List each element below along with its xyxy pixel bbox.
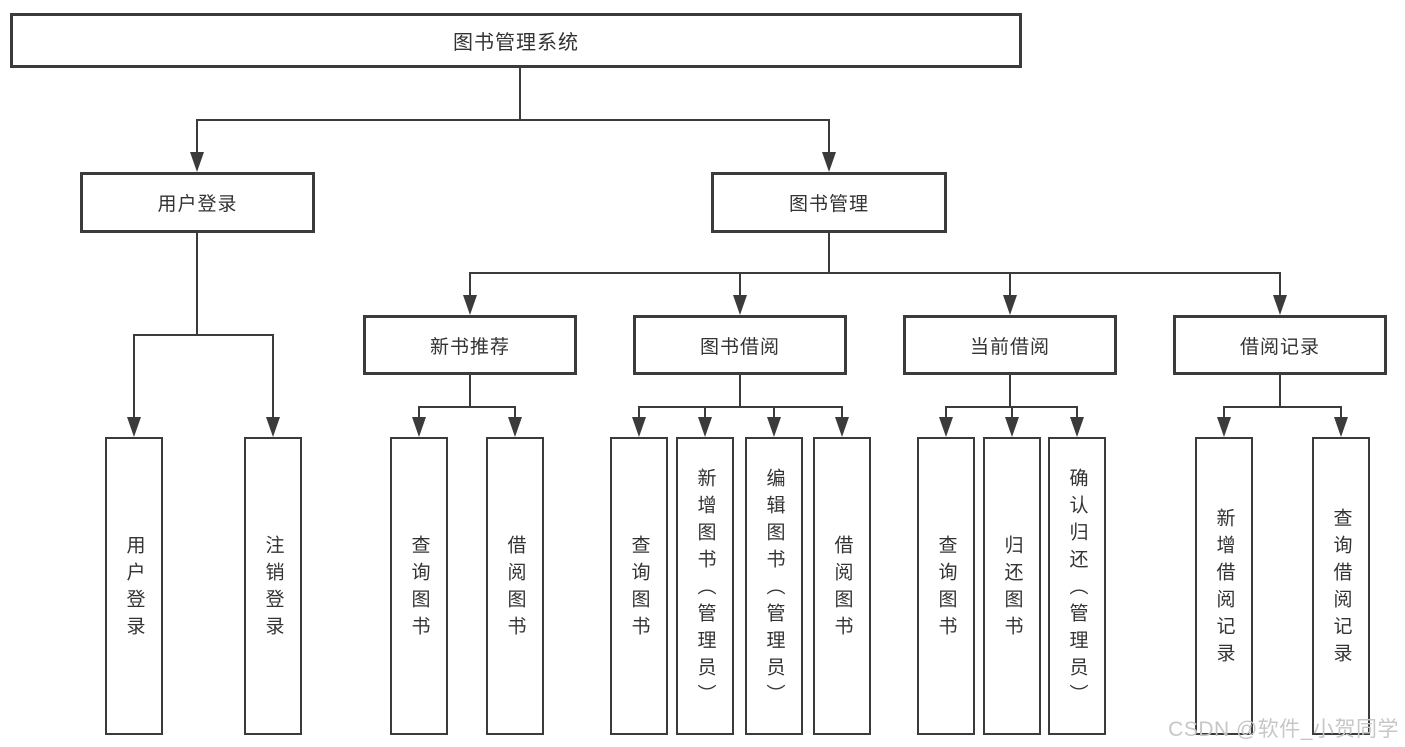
arrow-down-icon (412, 417, 426, 437)
arrow-down-icon (698, 417, 712, 437)
node-borrow-books-leaf: 借阅图书 (813, 437, 871, 735)
connector-bar (1223, 406, 1342, 408)
connector-line (469, 375, 471, 407)
node-book-borrowing: 图书借阅 (633, 315, 847, 375)
node-add-book-admin: 新增图书（管理员） (676, 437, 734, 735)
node-library-management-system: 图书管理系统 (10, 13, 1022, 68)
connector-line (1223, 407, 1225, 418)
connector-root-bar (196, 119, 830, 121)
connector-bar (638, 406, 843, 408)
node-user-login-branch: 用户登录 (80, 172, 315, 233)
node-logout: 注销登录 (244, 437, 302, 735)
node-borrow-books-recommend: 借阅图书 (486, 437, 544, 735)
arrow-down-icon (1334, 417, 1348, 437)
connector-line (196, 120, 198, 153)
arrow-down-icon (767, 417, 781, 437)
connector-books-stem (828, 233, 830, 273)
arrow-down-icon (1003, 295, 1017, 315)
connector-line (945, 407, 947, 418)
node-user-login-leaf: 用户登录 (105, 437, 163, 735)
node-return-books: 归还图书 (983, 437, 1041, 735)
connector-books-bar (469, 272, 1281, 274)
connector-line (133, 335, 135, 418)
node-add-borrow-record: 新增借阅记录 (1195, 437, 1253, 735)
arrow-down-icon (266, 417, 280, 437)
arrow-down-icon (1005, 417, 1019, 437)
arrow-down-icon (127, 417, 141, 437)
node-query-borrow-record: 查询借阅记录 (1312, 437, 1370, 735)
connector-line (1076, 407, 1078, 418)
node-query-books-recommend: 查询图书 (390, 437, 448, 735)
arrow-down-icon (632, 417, 646, 437)
connector-bar (418, 406, 516, 408)
node-query-books-current: 查询图书 (917, 437, 975, 735)
connector-line (1279, 375, 1281, 407)
node-new-book-recommendation: 新书推荐 (363, 315, 577, 375)
arrow-down-icon (1070, 417, 1084, 437)
node-confirm-return-admin: 确认归还（管理员） (1048, 437, 1106, 735)
arrow-down-icon (939, 417, 953, 437)
csdn-watermark: CSDN @软件_小贺同学 (1168, 718, 1399, 741)
connector-root-stem (519, 68, 521, 120)
connector-line (739, 375, 741, 407)
node-current-borrowing: 当前借阅 (903, 315, 1117, 375)
connector-line (1340, 407, 1342, 418)
node-borrowing-records: 借阅记录 (1173, 315, 1387, 375)
arrow-down-icon (190, 152, 204, 172)
connector-line (739, 273, 741, 296)
connector-login-stem (196, 233, 198, 335)
connector-line (1279, 273, 1281, 296)
arrow-down-icon (835, 417, 849, 437)
arrow-down-icon (508, 417, 522, 437)
connector-line (828, 120, 830, 153)
arrow-down-icon (822, 152, 836, 172)
connector-line (1011, 407, 1013, 418)
connector-line (469, 273, 471, 296)
node-book-management-branch: 图书管理 (711, 172, 947, 233)
connector-line (704, 407, 706, 418)
arrow-down-icon (1217, 417, 1231, 437)
arrow-down-icon (1273, 295, 1287, 315)
connector-line (418, 407, 420, 418)
connector-login-bar (133, 334, 274, 336)
arrow-down-icon (733, 295, 747, 315)
connector-line (1009, 273, 1011, 296)
connector-line (1009, 375, 1011, 407)
node-edit-book-admin: 编辑图书（管理员） (745, 437, 803, 735)
connector-line (514, 407, 516, 418)
connector-line (841, 407, 843, 418)
connector-line (638, 407, 640, 418)
connector-line (272, 335, 274, 418)
arrow-down-icon (463, 295, 477, 315)
connector-line (773, 407, 775, 418)
node-query-books-borrow: 查询图书 (610, 437, 668, 735)
